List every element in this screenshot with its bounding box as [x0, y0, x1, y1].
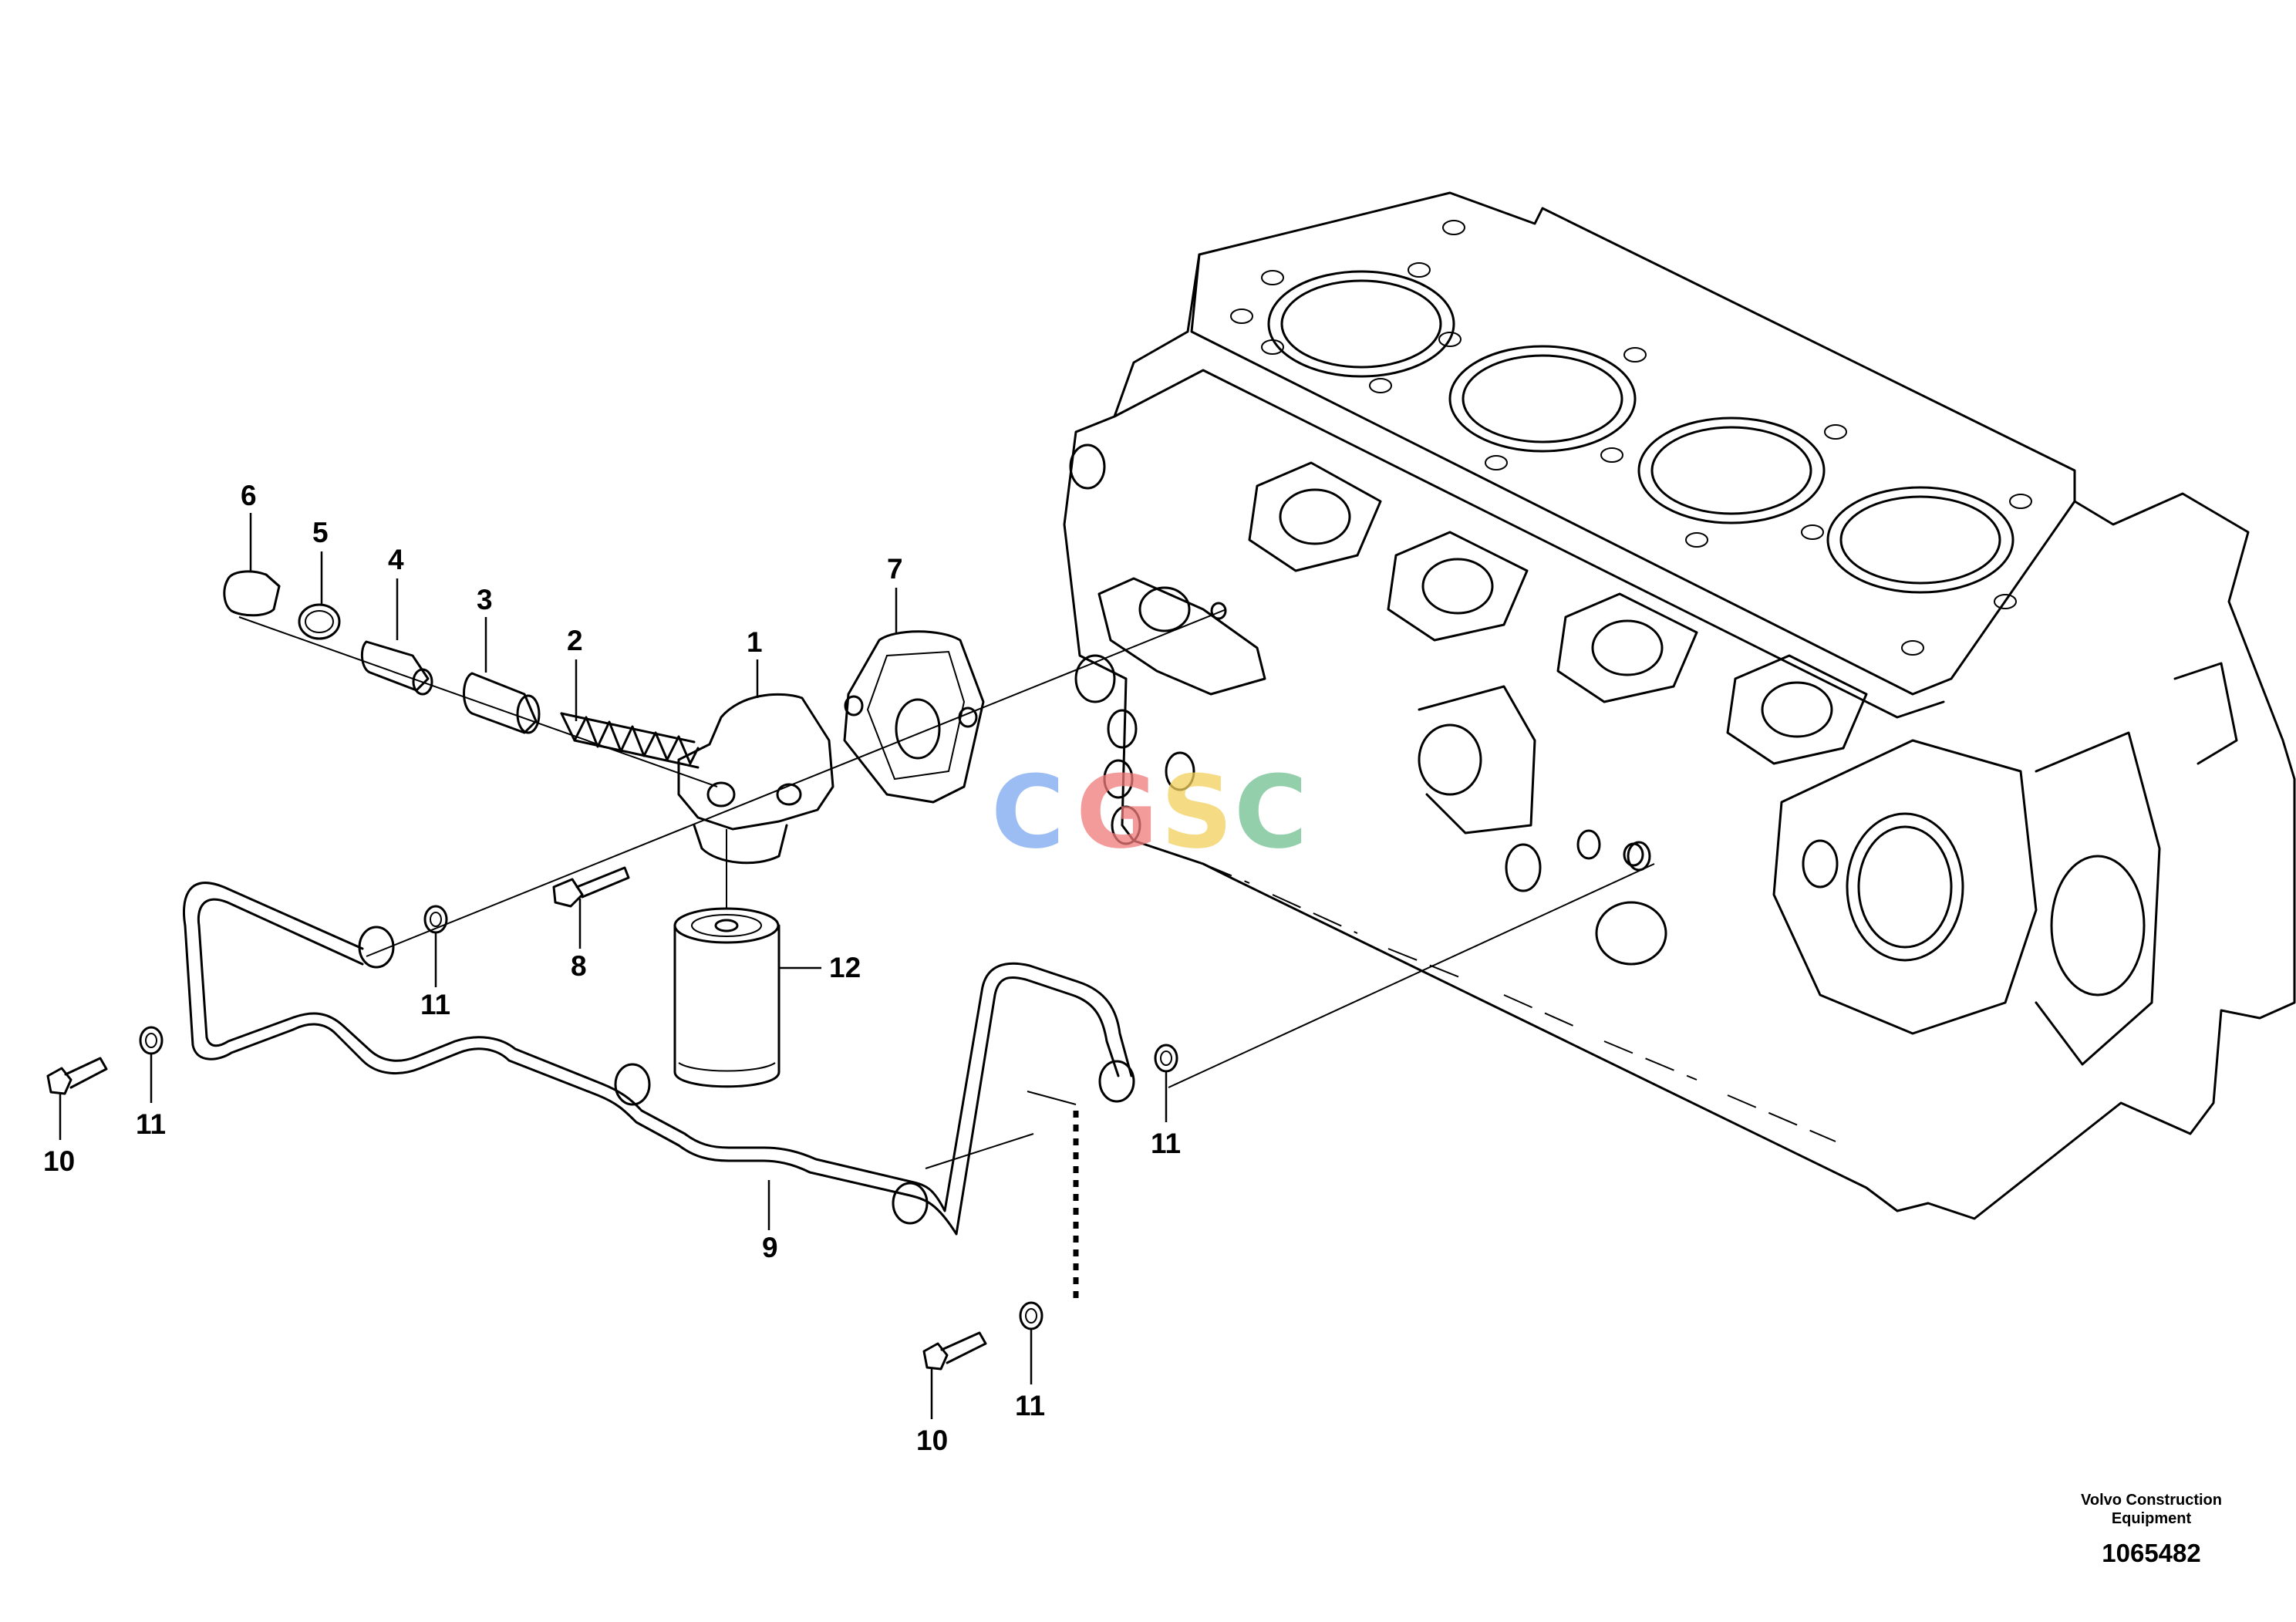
spring-part: [560, 712, 700, 769]
sleeve-part: [463, 672, 541, 734]
oil-pipe-part: [182, 882, 1135, 1236]
oil-filter-part: [673, 829, 781, 1088]
callout-8: 8: [571, 950, 587, 982]
plug-part: [223, 570, 281, 617]
manufacturer-name: Volvo Construction Equipment: [2081, 1492, 2222, 1527]
callout-11b: 11: [136, 1108, 166, 1140]
o-ring-part: [298, 603, 341, 640]
callout-10a: 10: [43, 1145, 75, 1177]
callout-10b: 10: [916, 1425, 948, 1456]
callout-1: 1: [747, 626, 763, 658]
banjo-bolt-parts: [46, 1057, 987, 1371]
callout-3: 3: [477, 584, 493, 615]
callout-6: 6: [241, 480, 257, 511]
callout-4: 4: [388, 544, 404, 575]
callout-7: 7: [887, 553, 903, 585]
callout-5: 5: [312, 517, 329, 548]
callout-12: 12: [829, 952, 861, 983]
watermark-letter-1: C: [991, 754, 1064, 871]
callout-11d: 11: [1015, 1390, 1045, 1421]
leader-lines: [59, 513, 1168, 1419]
watermark-letter-2: G: [1076, 754, 1158, 871]
assembly-axis-lines: [238, 609, 1655, 1303]
callout-9: 9: [762, 1232, 778, 1263]
washer-parts: [139, 602, 1644, 1330]
callout-11a: 11: [420, 989, 450, 1020]
bolt-part: [552, 866, 630, 908]
watermark-letter-4: C: [1234, 754, 1307, 871]
drawing-number: 1065482: [2102, 1539, 2201, 1567]
engine-block: [1063, 191, 2296, 1220]
callout-labels: 1 2 3 4 5 6 7 8 9 10 10 11 11 11 11 12: [43, 480, 1181, 1456]
drawing-footer: Volvo Construction Equipment 1065482: [2081, 1491, 2222, 1568]
cgsc-watermark: C G S C: [991, 754, 1307, 871]
piston-part: [360, 640, 433, 696]
watermark-letter-3: S: [1161, 754, 1233, 871]
gasket-part: [843, 630, 985, 804]
callout-11c: 11: [1151, 1128, 1181, 1159]
filter-housing-part: [677, 693, 834, 865]
callout-2: 2: [567, 625, 583, 656]
